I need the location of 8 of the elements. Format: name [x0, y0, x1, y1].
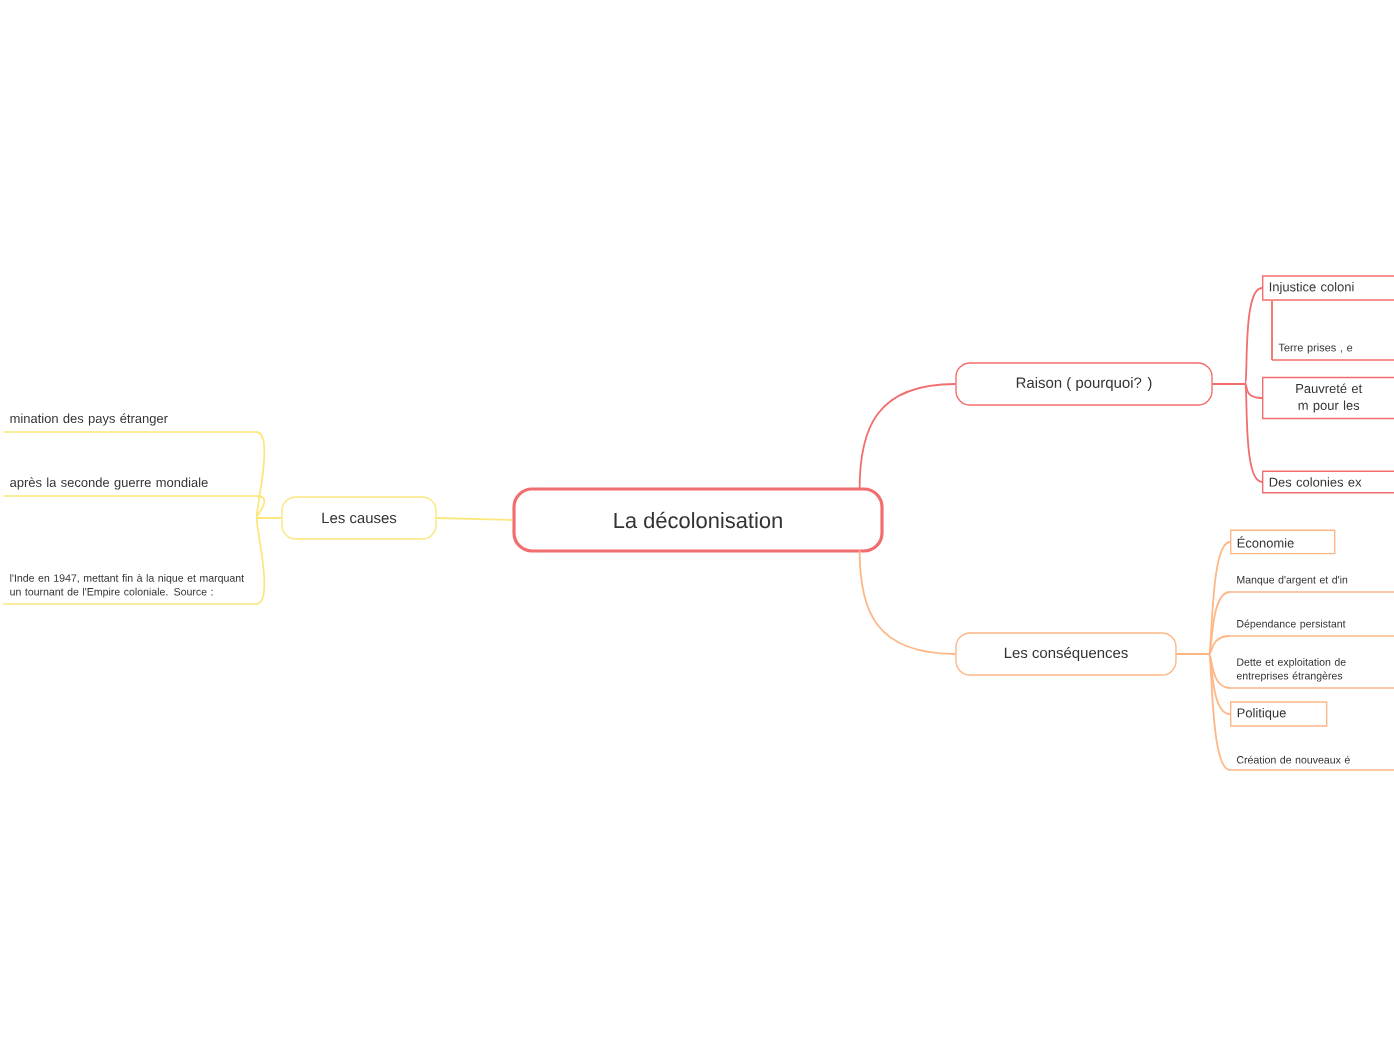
connector: [1175, 653, 1231, 771]
connector: [858, 549, 957, 655]
connector: [858, 383, 957, 491]
connector: [1211, 383, 1263, 483]
connector: [435, 517, 514, 521]
central-topic-box: La décolonisation: [512, 487, 884, 553]
connector: [1271, 299, 1273, 361]
connector: [255, 517, 283, 605]
